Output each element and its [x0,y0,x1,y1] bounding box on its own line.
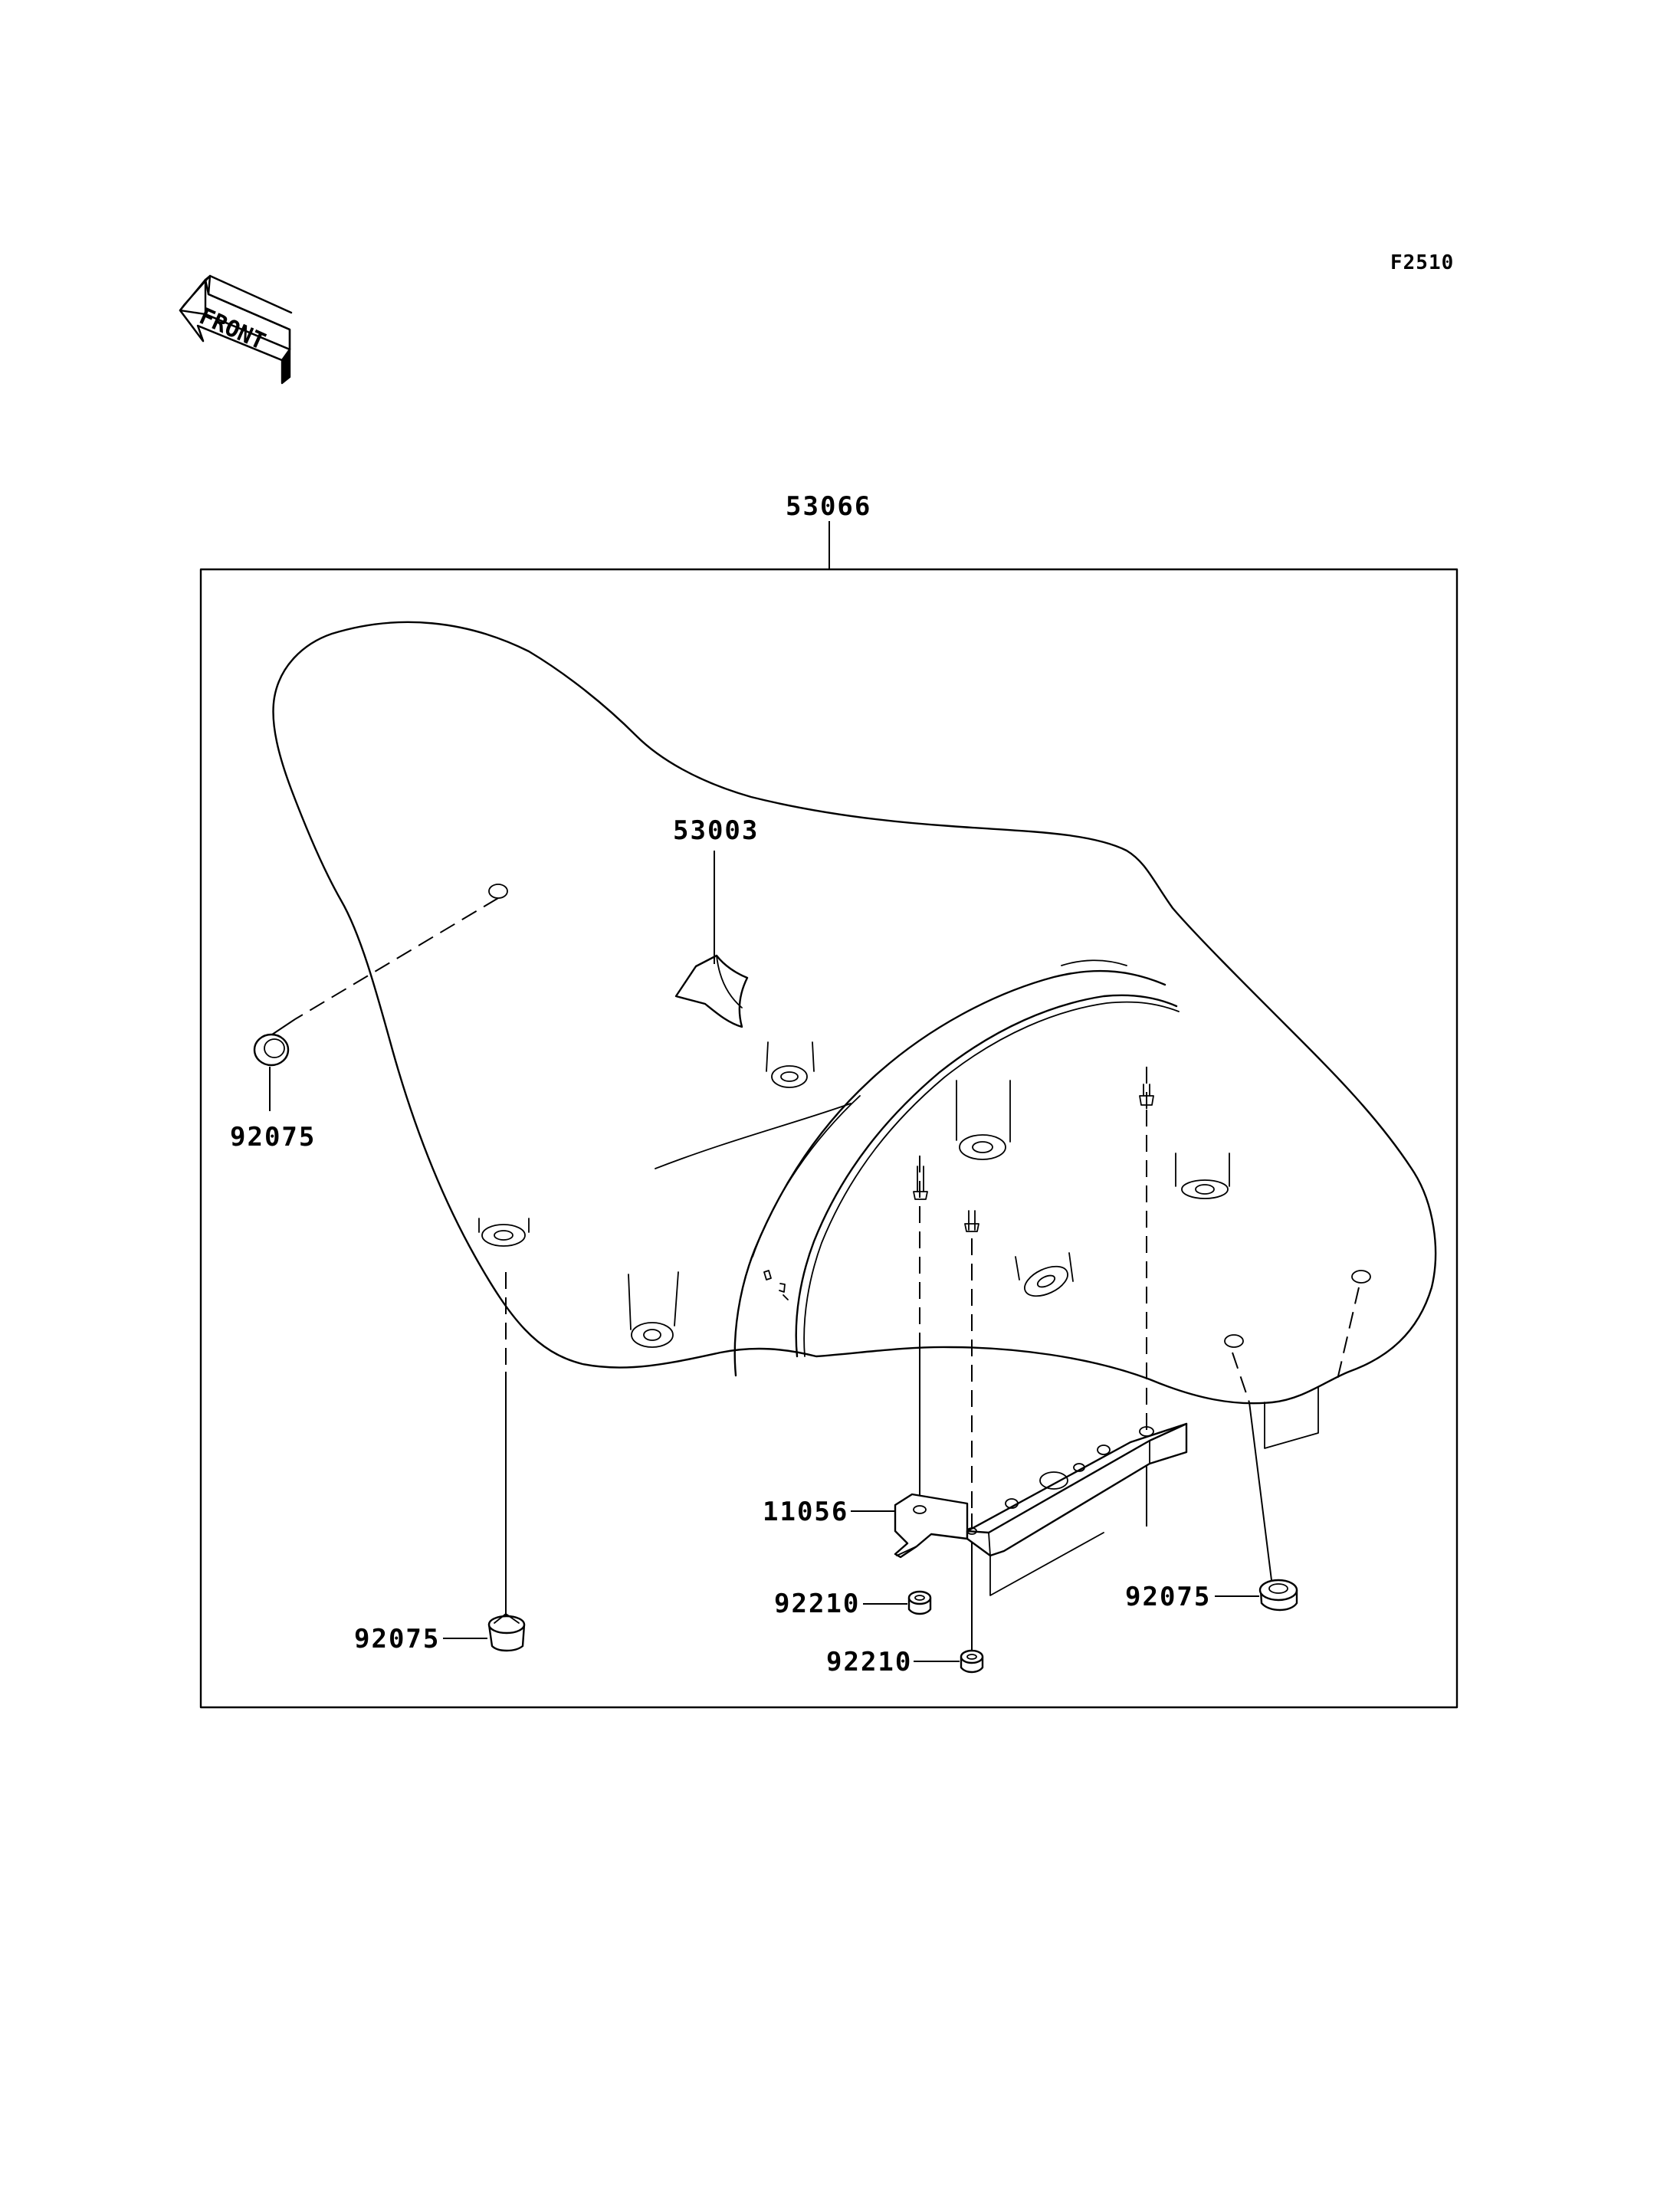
stud-3 [1139,1084,1154,1106]
seat-icon [272,621,1437,1449]
boss-1 [766,1041,815,1088]
assembly-lines [294,897,1360,1513]
assembly-frame [199,521,1459,1709]
mounting-bosses [478,884,1371,1348]
hole-left [488,884,508,899]
boss-2 [956,1080,1011,1160]
assembly-part-number: 53066 [786,491,871,522]
bracket-icon [894,1422,1188,1596]
assembly-solid-lines [269,1018,1273,1654]
emblem-icon [674,954,749,1028]
hole-right [1224,1334,1244,1348]
front-arrow-icon: FRONT [179,274,293,385]
figure-code: F2510 [1390,251,1454,274]
bracket-part-number: 11056 [763,1497,848,1527]
boss-6 [628,1271,679,1348]
hole-right-rear [1351,1270,1371,1284]
boss-3 [1175,1153,1230,1199]
emblem-part-number: 53003 [673,815,759,846]
damper-left-part-number: 92075 [230,1122,316,1153]
damper-bottom-part-number: 92075 [354,1624,440,1654]
boss-5 [478,1218,530,1247]
damper-right-icon [1258,1579,1298,1612]
nut-upper-part-number: 92210 [774,1589,860,1619]
damper-bottom-icon [487,1613,526,1652]
front-label: FRONT [195,303,270,356]
boss-4 [1015,1252,1074,1297]
nut-lower-icon [960,1649,984,1674]
damper-left-icon [253,1033,290,1067]
stud-2 [964,1210,979,1232]
nut-upper-icon [907,1590,932,1615]
damper-right-part-number: 92075 [1125,1582,1211,1612]
stud-1 [913,1166,928,1200]
nut-lower-part-number: 92210 [826,1647,912,1677]
